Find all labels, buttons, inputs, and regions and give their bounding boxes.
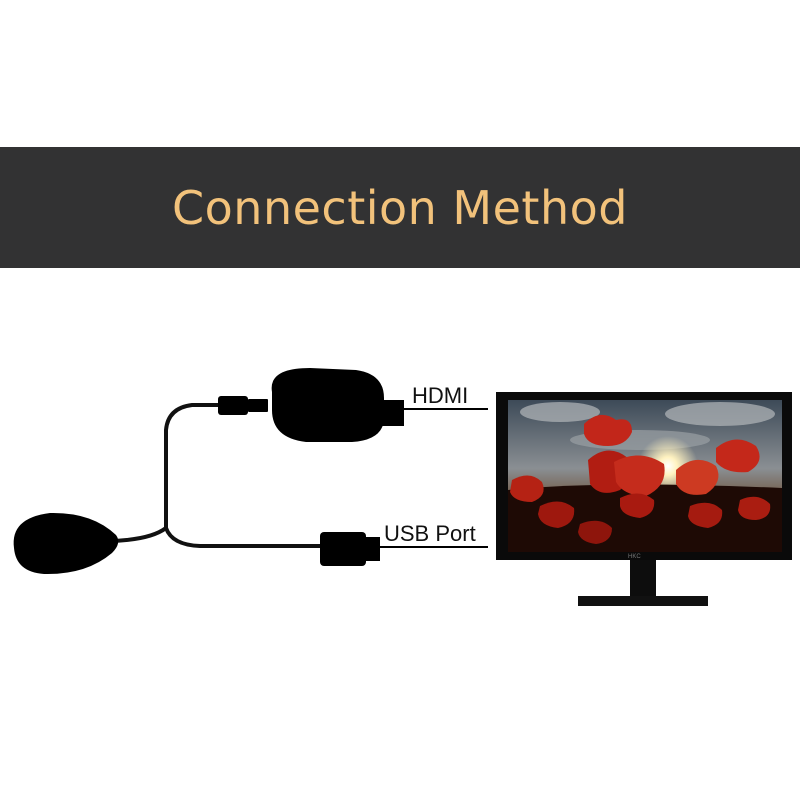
monitor-base: [578, 596, 708, 606]
monitor-brand: HKC: [628, 554, 641, 560]
monitor-neck: [630, 560, 656, 596]
usb-port-label: USB Port: [384, 521, 476, 546]
title-banner: Connection Method: [0, 147, 800, 268]
hdmi-label: HDMI: [412, 383, 468, 408]
monitor: HKC: [496, 392, 792, 606]
power-adapter: [13, 512, 119, 575]
screen-poppies: [510, 414, 771, 544]
page-title: Connection Method: [172, 180, 628, 235]
micro-usb-connector: [218, 396, 268, 415]
usb-plug: [320, 532, 380, 566]
hdmi-dongle: [271, 368, 404, 442]
